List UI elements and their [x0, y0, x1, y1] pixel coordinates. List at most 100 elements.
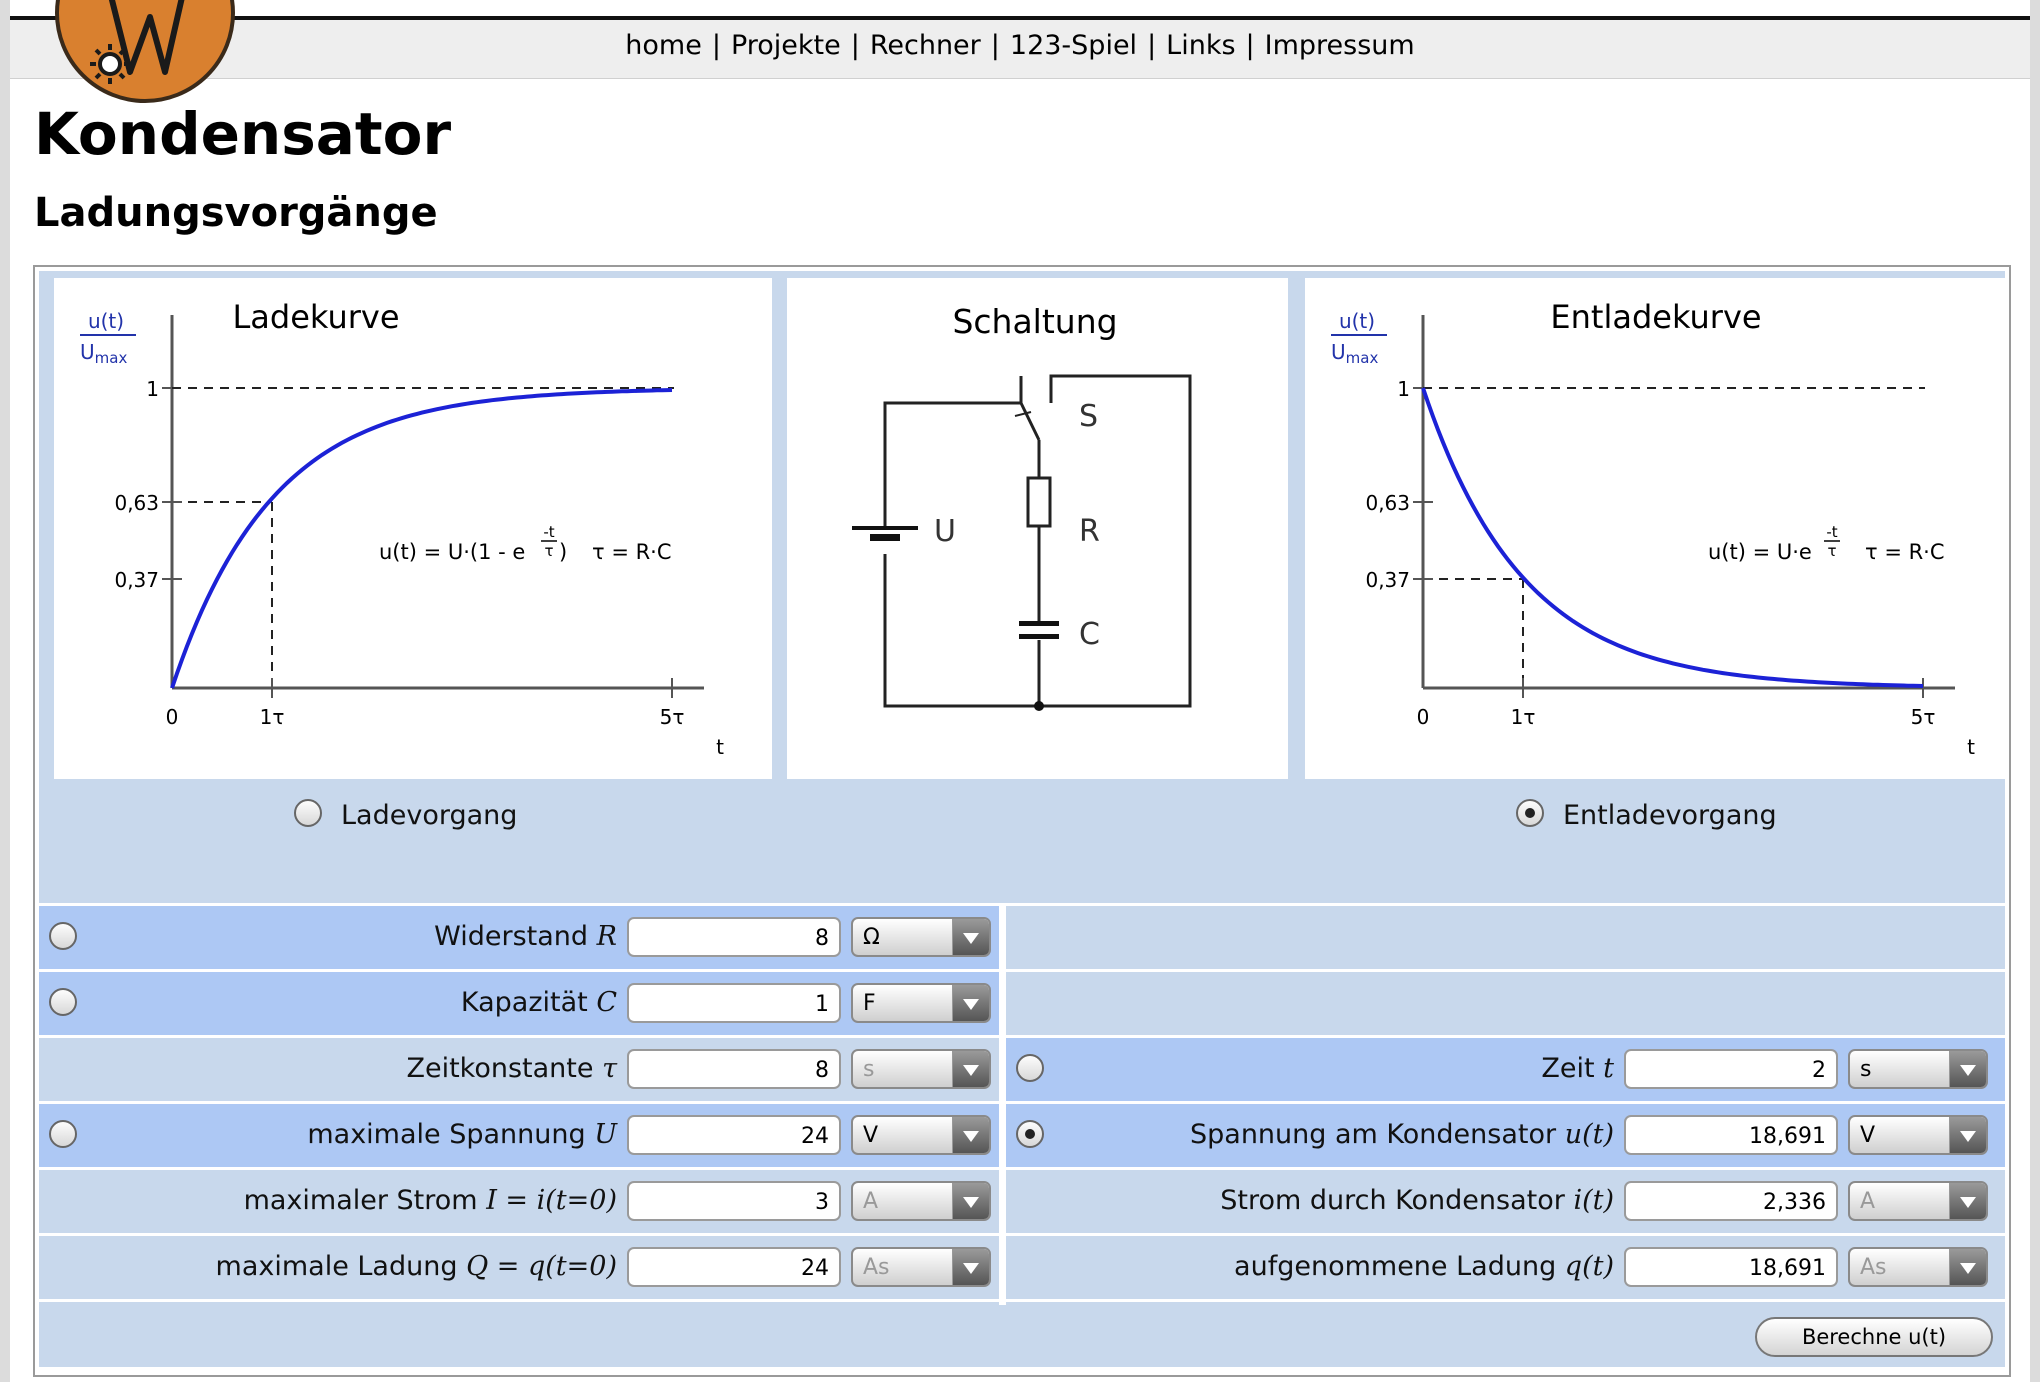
param-symbol: t [1603, 1053, 1614, 1084]
mode-charge-label[interactable]: Ladevorgang [341, 800, 518, 831]
unit-label: As [863, 1255, 890, 1280]
unit-label: s [1860, 1057, 1872, 1082]
nav-bar [10, 20, 2030, 79]
resistor-icon [1026, 476, 1052, 528]
y-tick-037: 0,37 [114, 568, 159, 592]
right-row-unit-select[interactable]: s [1848, 1049, 1988, 1089]
left-row-label: maximale Spannung U [307, 1119, 617, 1150]
left-row-label: Kapazität C [461, 987, 617, 1018]
left-row-radio[interactable] [49, 988, 77, 1016]
left-row: maximale Ladung Q = q(t=0) 24 As [39, 1236, 999, 1302]
param-label: Widerstand [434, 921, 597, 952]
right-row-label: Spannung am Kondensator u(t) [1190, 1119, 1614, 1150]
circuit-panel: Schaltung S U R [787, 278, 1288, 779]
nav-projekte[interactable]: Projekte [730, 30, 841, 61]
param-label: aufgenommene Ladung [1234, 1251, 1565, 1282]
left-row-unit-select[interactable]: F [851, 983, 991, 1023]
right-row-radio[interactable] [1016, 1054, 1044, 1082]
chevron-down-icon [952, 1183, 989, 1219]
nav-links[interactable]: Links [1166, 30, 1236, 61]
param-label: maximale Spannung [307, 1119, 595, 1150]
left-row-unit-select[interactable]: s [851, 1049, 991, 1089]
right-row-unit-select[interactable]: A [1848, 1181, 1988, 1221]
right-row-unit-select[interactable]: V [1848, 1115, 1988, 1155]
mode-discharge-radio[interactable] [1516, 799, 1544, 827]
left-row-value-input[interactable]: 24 [627, 1247, 841, 1287]
right-row-radio[interactable] [1016, 1120, 1044, 1148]
y-axis-label-numerator: u(t) [88, 309, 124, 333]
chevron-down-icon [952, 1117, 989, 1153]
capacitor-plate [1019, 634, 1059, 639]
discharge-curve-title: Entladekurve [1550, 298, 1761, 336]
nav-impressum[interactable]: Impressum [1264, 30, 1415, 61]
exponent-denominator: τ [544, 542, 553, 560]
right-row-label: Zeit t [1541, 1053, 1614, 1084]
right-row-label: aufgenommene Ladung q(t) [1234, 1251, 1614, 1282]
right-row-value-input[interactable]: 18,691 [1624, 1247, 1838, 1287]
charge-formula: u(t) = U·(1 - e [379, 540, 525, 564]
right-row-value-input[interactable]: 2,336 [1624, 1181, 1838, 1221]
chevron-down-icon [1949, 1117, 1986, 1153]
nav-rechner[interactable]: Rechner [869, 30, 981, 61]
left-row-unit-select[interactable]: V [851, 1115, 991, 1155]
right-row-value-input[interactable]: 18,691 [1624, 1115, 1838, 1155]
left-row-radio[interactable] [49, 922, 77, 950]
right-row-unit-select[interactable]: As [1848, 1247, 1988, 1287]
left-row-unit-select[interactable]: A [851, 1181, 991, 1221]
param-symbol: τ [602, 1053, 617, 1084]
left-row-label: maximale Ladung Q = q(t=0) [216, 1251, 617, 1282]
discharge-curve-panel: Entladekurve u(t) Umax 1 0,63 0,37 0 1τ … [1305, 278, 2005, 779]
formula-close-paren: ) [559, 540, 567, 564]
nav-separator: | [990, 30, 1000, 61]
chevron-down-icon [952, 1051, 989, 1087]
logo-w-sun-icon[interactable] [50, 0, 240, 104]
top-rule [10, 16, 2030, 20]
left-row-label: maximaler Strom I = i(t=0) [244, 1185, 617, 1216]
left-row-value-input[interactable]: 24 [627, 1115, 841, 1155]
param-symbol: C [596, 987, 617, 1018]
x-tick-0: 0 [166, 705, 179, 729]
nav-123-spiel[interactable]: 123-Spiel [1009, 30, 1138, 61]
page-title: Kondensator [34, 100, 452, 168]
switch-indicator [1014, 411, 1032, 417]
right-row-empty [1006, 906, 2005, 972]
mode-charge-radio[interactable] [294, 799, 322, 827]
left-row-value-input[interactable]: 8 [627, 1049, 841, 1089]
param-symbol: U [594, 1119, 617, 1150]
y-axis-label-numerator: u(t) [1339, 309, 1375, 333]
param-symbol: R [596, 921, 617, 952]
right-row-value-input[interactable]: 2 [1624, 1049, 1838, 1089]
exponent-denominator: τ [1827, 542, 1836, 560]
unit-label: s [863, 1057, 875, 1082]
param-label: maximale Ladung [215, 1251, 467, 1282]
param-label: Zeitkonstante [406, 1053, 603, 1084]
left-row-value-input[interactable]: 8 [627, 917, 841, 957]
left-row-radio[interactable] [49, 1120, 77, 1148]
mode-selection [39, 841, 2005, 903]
chevron-down-icon [1949, 1183, 1986, 1219]
left-row-value-input[interactable]: 1 [627, 983, 841, 1023]
param-symbol: I = i(t=0) [486, 1185, 617, 1216]
y-tick-037: 0,37 [1365, 568, 1410, 592]
left-row-unit-select[interactable]: As [851, 1247, 991, 1287]
unit-label: A [863, 1189, 879, 1214]
left-row-unit-select[interactable]: Ω [851, 917, 991, 957]
calculate-button[interactable]: Berechne u(t) [1755, 1317, 1993, 1357]
left-row-value-input[interactable]: 3 [627, 1181, 841, 1221]
column-divider [999, 906, 1006, 1368]
page-subtitle: Ladungsvorgänge [34, 190, 438, 236]
nav-home[interactable]: home [625, 30, 702, 61]
chevron-down-icon [952, 919, 989, 955]
param-label: Kapazität [460, 987, 597, 1018]
nav-separator: | [1245, 30, 1255, 61]
mode-discharge-label[interactable]: Entladevorgang [1563, 800, 1777, 831]
param-symbol: u(t) [1564, 1119, 1614, 1150]
x-axis-label: t [716, 735, 724, 759]
